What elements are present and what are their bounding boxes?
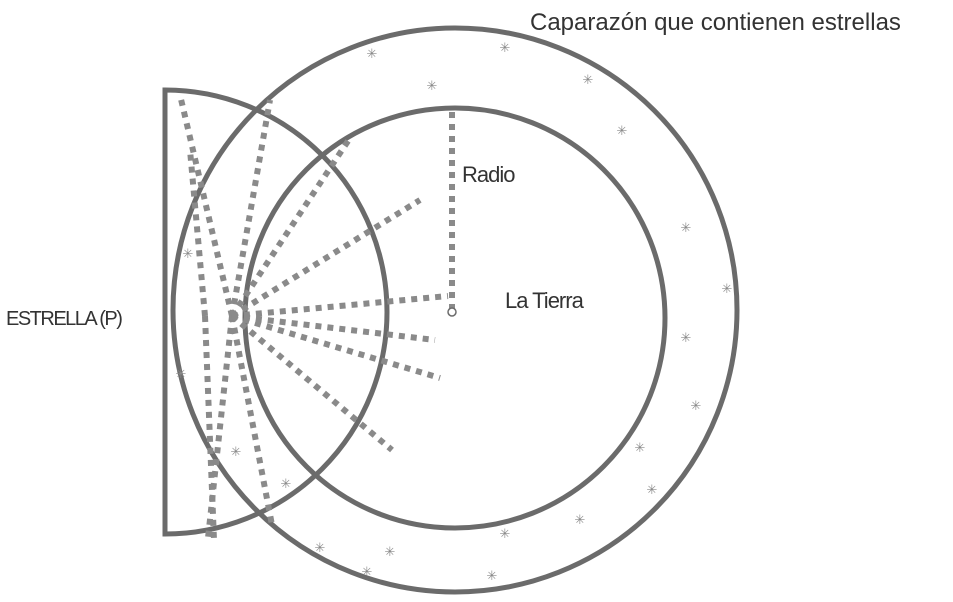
dotted-ray: [230, 197, 422, 319]
dotted-ray: [231, 293, 449, 319]
dotted-ray: [231, 313, 436, 343]
small-circle-icon: [447, 307, 457, 317]
star-half-disc: [162, 87, 390, 537]
asterisk-icon: ✳: [500, 41, 511, 56]
dotted-ray: [205, 315, 235, 539]
asterisk-icon: ✳: [691, 399, 702, 414]
shell-stars: ✳ ✳ ✳ ✳ ✳ ✳ ✳ ✳ ✳ ✳ ✳ ✳ ✳ ✳ ✳ ✳ ✳ ✳ ✳ ✳ ✳: [176, 41, 733, 584]
asterisk-icon: ✳: [176, 367, 187, 382]
asterisk-icon: ✳: [647, 483, 658, 498]
asterisk-icon: ✳: [617, 124, 628, 139]
dotted-rays: [177, 94, 449, 541]
asterisk-icon: ✳: [635, 441, 646, 456]
asterisk-icon: ✳: [385, 545, 396, 560]
dotted-ray: [230, 313, 394, 453]
asterisk-icon: ✳: [681, 221, 692, 236]
asterisk-icon: ✳: [367, 47, 378, 62]
dotted-ray: [229, 99, 273, 317]
dotted-ray: [229, 136, 353, 318]
asterisk-icon: ✳: [681, 331, 692, 346]
asterisk-icon: ✳: [315, 541, 326, 556]
dotted-ray: [231, 313, 441, 381]
asterisk-icon: ✳: [575, 513, 586, 528]
asterisk-icon: ✳: [500, 527, 511, 542]
asterisk-icon: ✳: [427, 79, 438, 94]
asterisk-icon: ✳: [231, 445, 242, 460]
shell-label: Caparazón que contienen estrellas: [530, 9, 901, 36]
asterisk-icon: ✳: [183, 247, 194, 262]
asterisk-icon: ✳: [722, 282, 733, 297]
inner-earth-circle: [242, 105, 668, 531]
asterisk-icon: ✳: [281, 477, 292, 492]
dotted-ray: [202, 315, 217, 541]
asterisk-icon: ✳: [583, 73, 594, 88]
outer-shell-circle: [170, 25, 740, 595]
earth-label: La Tierra: [505, 288, 585, 313]
dotted-ray: [177, 94, 235, 317]
dotted-ray: [187, 149, 208, 317]
asterisk-icon: ✳: [362, 565, 373, 580]
radius-label: Radio: [462, 162, 515, 187]
star-label: ESTRELLA (P): [6, 308, 122, 330]
asterisk-icon: ✳: [487, 569, 498, 584]
